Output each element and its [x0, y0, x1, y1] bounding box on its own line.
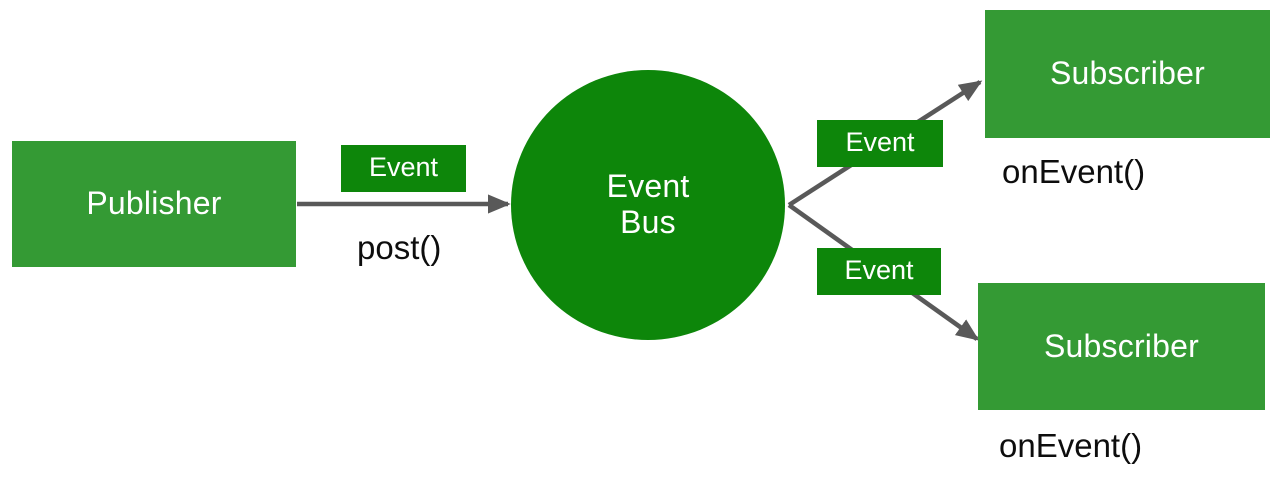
tag-event-bottom: Event: [817, 248, 941, 295]
node-subscriber-top[interactable]: Subscriber: [985, 10, 1270, 138]
node-event-bus-label-line1: Event: [606, 168, 690, 205]
caption-on-event-top: onEvent(): [1002, 153, 1146, 190]
caption-on-event-bottom: onEvent(): [999, 427, 1143, 464]
node-publisher[interactable]: Publisher: [12, 141, 296, 267]
node-subscriber-top-label: Subscriber: [1050, 55, 1205, 92]
node-event-bus-label-line2: Bus: [620, 204, 676, 240]
tag-event-bottom-label: Event: [844, 255, 914, 285]
node-event-bus[interactable]: Event Bus: [511, 70, 785, 340]
tag-event-top-label: Event: [845, 127, 915, 157]
node-publisher-label: Publisher: [86, 185, 222, 222]
tag-event-top: Event: [817, 120, 943, 167]
tag-event-post: Event: [341, 145, 466, 192]
tag-event-post-label: Event: [368, 152, 439, 182]
node-subscriber-bottom-label: Subscriber: [1044, 327, 1199, 364]
caption-post: post(): [357, 229, 442, 266]
node-subscriber-bottom[interactable]: Subscriber: [978, 283, 1265, 410]
